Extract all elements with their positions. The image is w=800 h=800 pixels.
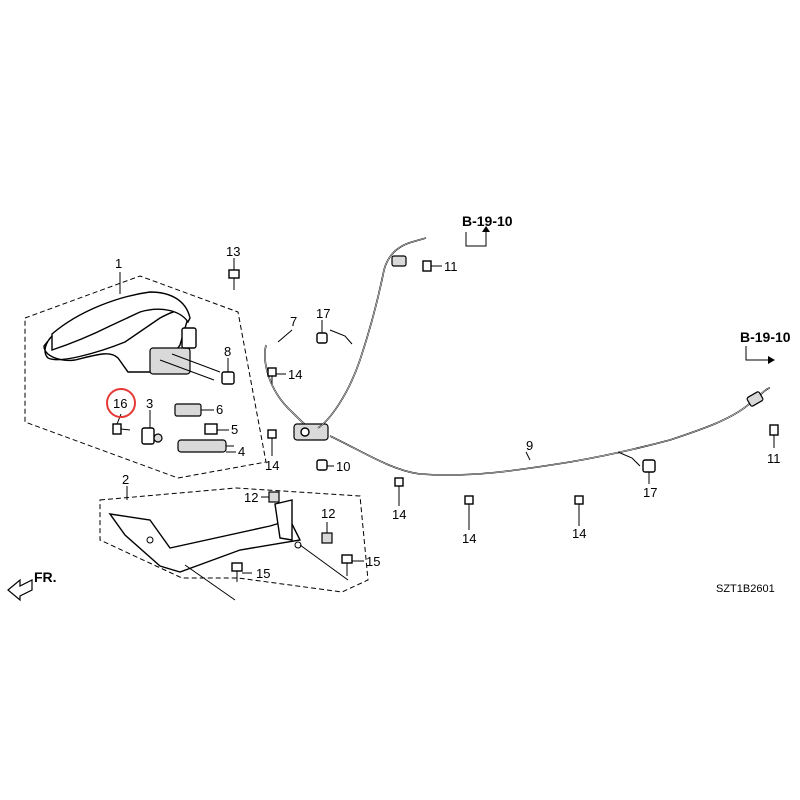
callout-14-c[interactable]: 14 xyxy=(392,507,406,522)
bolt-15-right[interactable] xyxy=(341,554,353,576)
callout-12-upper[interactable]: 12 xyxy=(244,490,258,505)
callout-5[interactable]: 5 xyxy=(231,422,238,437)
lever-bracket[interactable] xyxy=(108,499,302,573)
lever-assembly-outline xyxy=(24,275,267,479)
callout-7[interactable]: 7 xyxy=(290,314,297,329)
parking-brake-lever[interactable] xyxy=(43,291,221,381)
callout-17-lower[interactable]: 17 xyxy=(643,485,657,500)
callout-15-right[interactable]: 15 xyxy=(366,554,380,569)
callout-4[interactable]: 4 xyxy=(238,444,245,459)
leader-lines xyxy=(116,258,775,601)
callout-14-d[interactable]: 14 xyxy=(462,531,476,546)
callout-13[interactable]: 13 xyxy=(226,244,240,259)
reference-arrow-left xyxy=(465,232,487,247)
callout-11-right[interactable]: 11 xyxy=(767,451,781,466)
front-cable-7[interactable] xyxy=(264,344,317,435)
front-direction-marker: FR. xyxy=(7,569,57,602)
diagram-code: SZT1B2601 xyxy=(716,583,775,595)
clip-11-upper[interactable] xyxy=(422,260,432,272)
nut-8[interactable] xyxy=(221,371,235,385)
screw-16[interactable] xyxy=(112,423,131,435)
callout-6[interactable]: 6 xyxy=(216,402,223,417)
bolt-14-e[interactable] xyxy=(574,495,584,514)
reference-arrow-right-head xyxy=(768,356,775,364)
clip-17-upper[interactable] xyxy=(316,332,328,344)
bolt-14-a[interactable] xyxy=(267,367,277,384)
reference-arrow-left-head xyxy=(482,226,490,232)
switch-6[interactable] xyxy=(174,403,202,417)
callout-14-e[interactable]: 14 xyxy=(572,526,586,541)
rear-cable-9[interactable] xyxy=(329,387,771,476)
reference-label-left[interactable]: B-19-10 xyxy=(462,213,513,229)
bolt-14-d[interactable] xyxy=(464,495,474,514)
callout-1[interactable]: 1 xyxy=(115,256,122,271)
reference-arrow-right xyxy=(745,346,768,361)
front-marker-label: FR. xyxy=(34,569,57,585)
highlight-ring-16 xyxy=(106,388,136,418)
nut-12-upper[interactable] xyxy=(268,491,280,503)
clip-5[interactable] xyxy=(204,423,218,435)
cable-bracket-lower xyxy=(617,451,641,467)
sensor-3[interactable] xyxy=(141,427,163,445)
callout-11-upper[interactable]: 11 xyxy=(444,259,458,274)
callout-2[interactable]: 2 xyxy=(122,472,129,487)
callout-3[interactable]: 3 xyxy=(146,396,153,411)
callout-14-a[interactable]: 14 xyxy=(288,367,302,382)
callout-15-left[interactable]: 15 xyxy=(256,566,270,581)
reference-label-right[interactable]: B-19-10 xyxy=(740,329,791,345)
connector-4[interactable] xyxy=(177,439,234,453)
equalizer[interactable] xyxy=(293,423,329,441)
callout-17-upper[interactable]: 17 xyxy=(316,306,330,321)
clip-17-lower[interactable] xyxy=(642,459,656,473)
callout-16[interactable]: 16 xyxy=(113,396,127,411)
callout-14-b[interactable]: 14 xyxy=(265,458,279,473)
callout-12-lower[interactable]: 12 xyxy=(321,506,335,521)
bolt-13[interactable] xyxy=(228,269,240,290)
bolt-14-b[interactable] xyxy=(267,429,277,446)
clip-11-right[interactable] xyxy=(769,424,779,436)
callout-8[interactable]: 8 xyxy=(224,344,231,359)
bolt-15-left[interactable] xyxy=(231,562,243,582)
bolt-14-c[interactable] xyxy=(394,477,404,494)
nut-12-lower[interactable] xyxy=(321,532,333,544)
bracket-outline xyxy=(99,487,369,593)
rear-cable-left[interactable] xyxy=(317,237,427,429)
cable-bracket-upper xyxy=(329,329,353,345)
callout-10[interactable]: 10 xyxy=(336,459,350,474)
callout-9[interactable]: 9 xyxy=(526,438,533,453)
nut-10[interactable] xyxy=(316,459,328,471)
